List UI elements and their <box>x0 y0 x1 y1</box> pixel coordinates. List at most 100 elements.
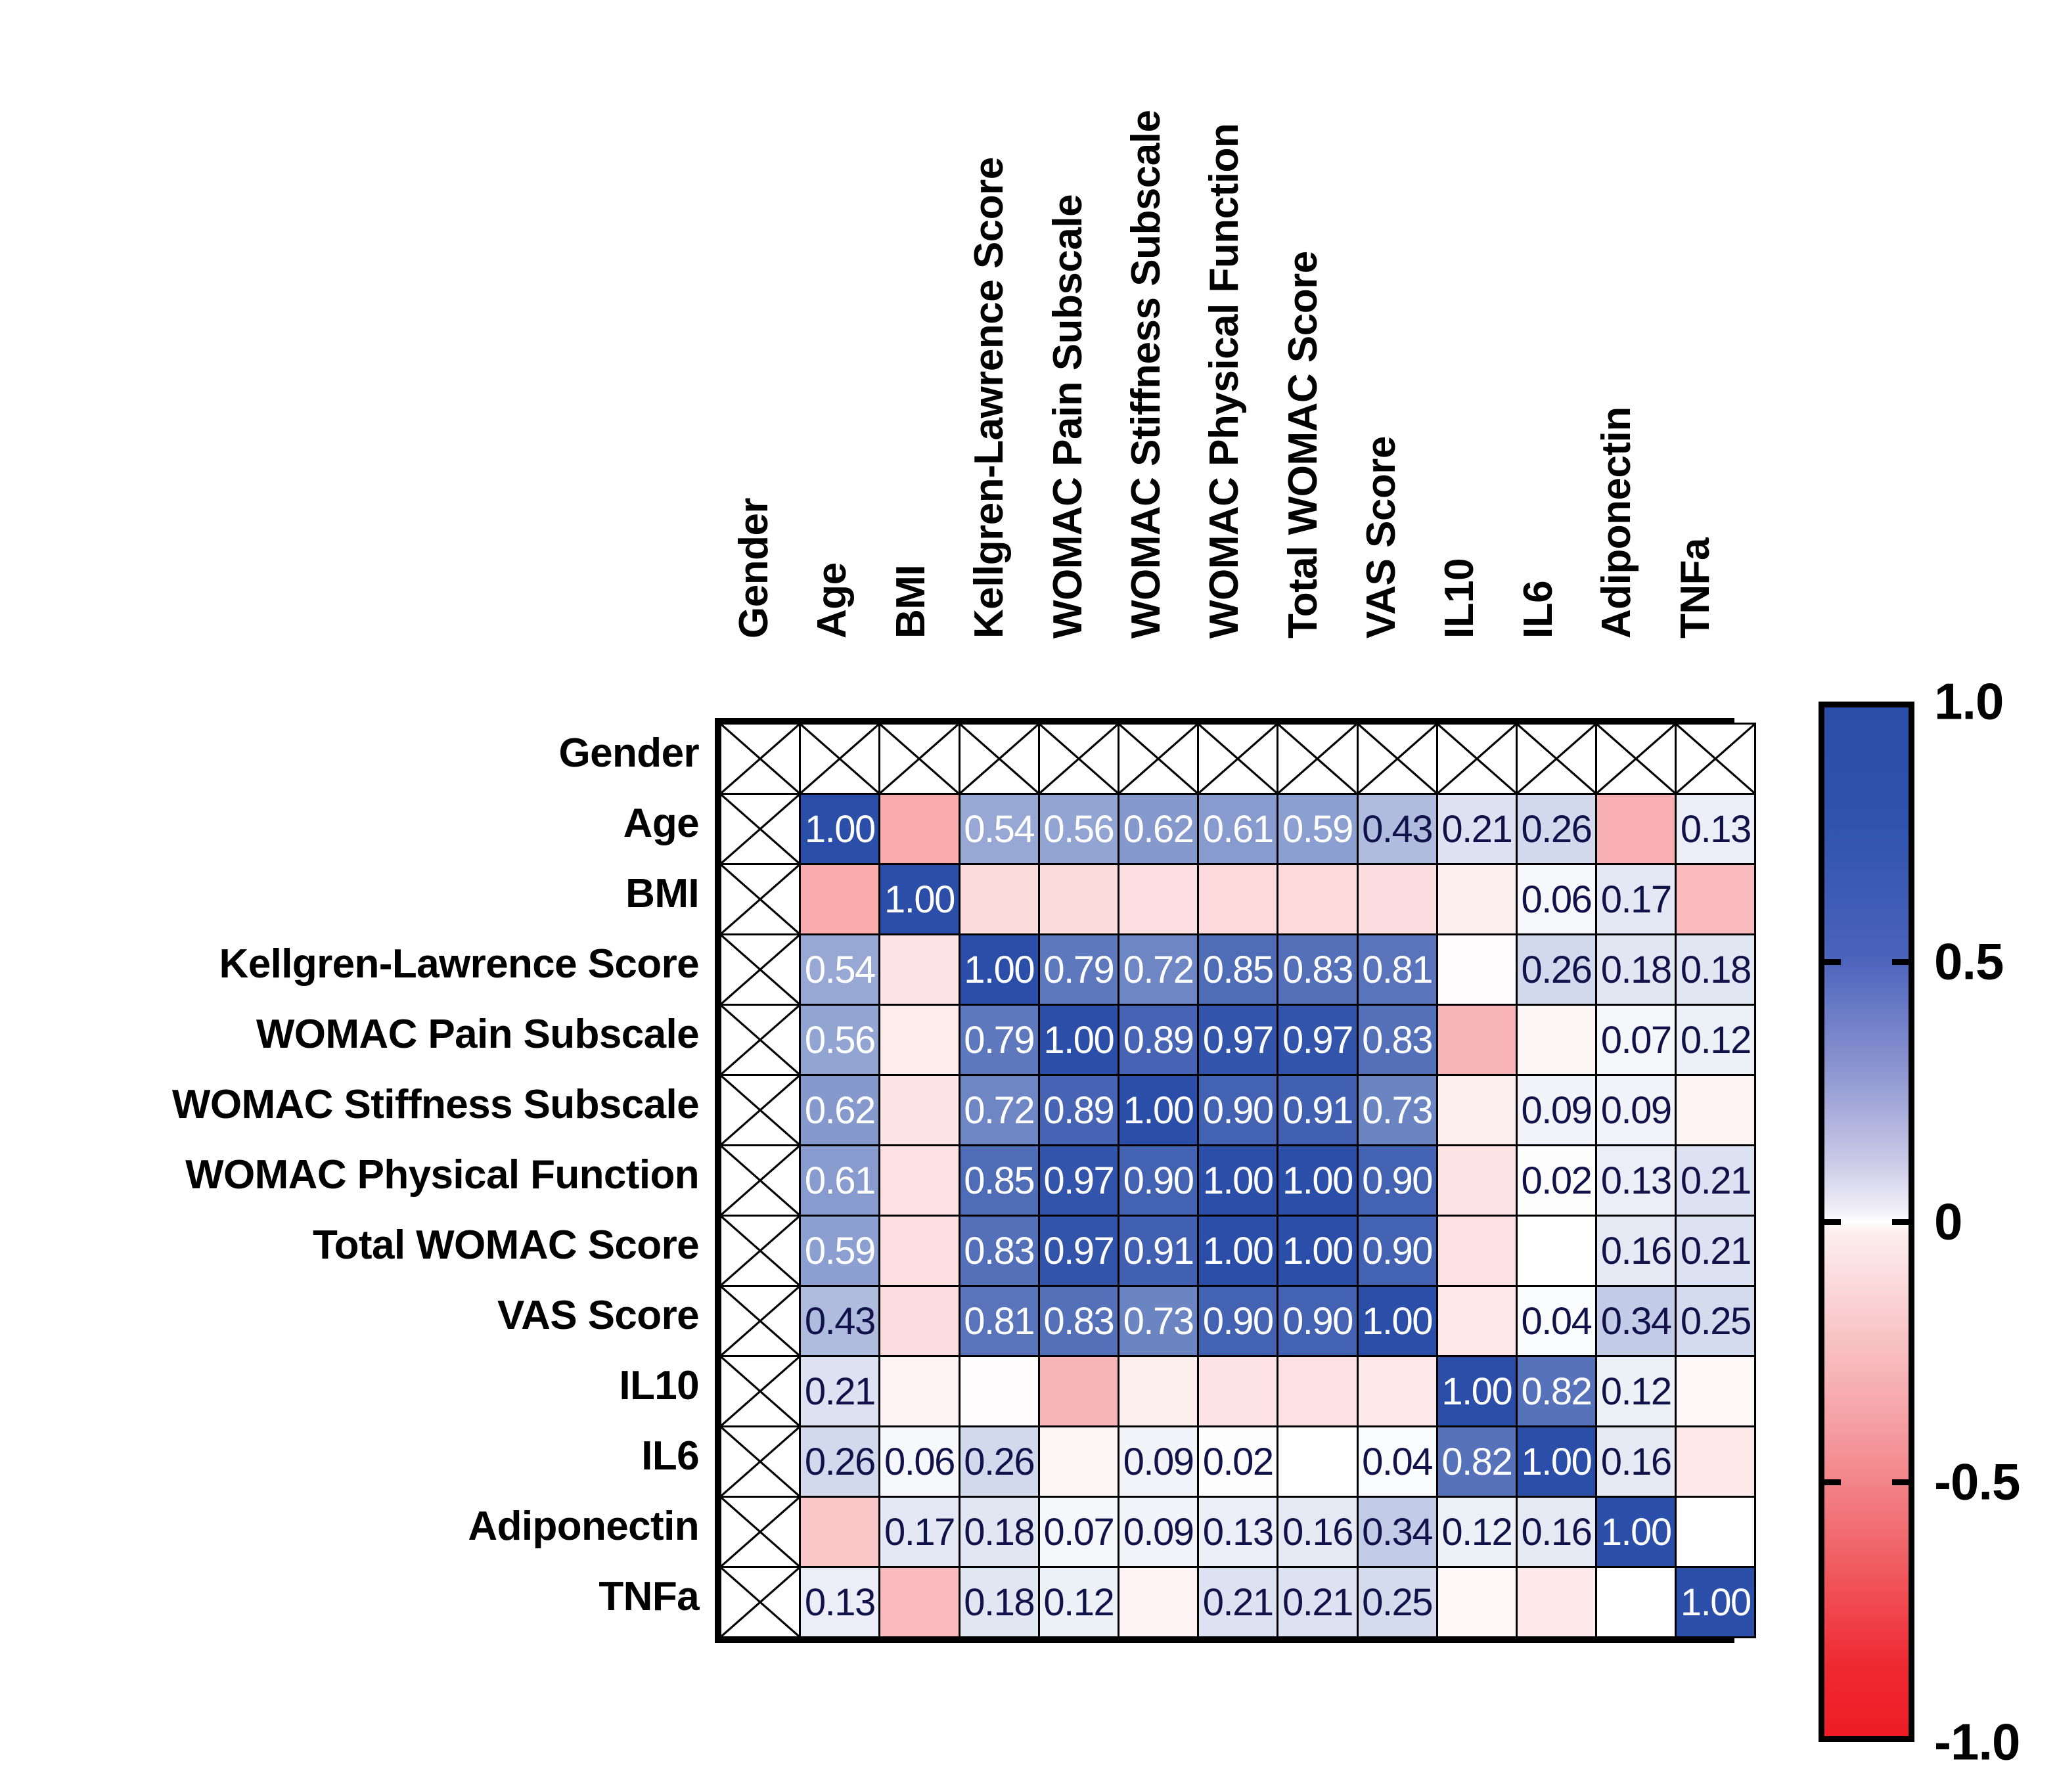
matrix-cell <box>1435 1215 1518 1287</box>
matrix-cell-value: 0.21 <box>1680 1159 1752 1202</box>
row-header-bmi: BMI <box>625 871 699 916</box>
matrix-cell: 0.81 <box>1356 933 1438 1006</box>
matrix-cell: 0.26 <box>1515 793 1598 865</box>
cross-out-icon <box>721 1568 799 1636</box>
matrix-cell: 0.90 <box>1197 1074 1279 1146</box>
matrix-cell: 0.12 <box>1435 1496 1518 1568</box>
matrix-cell: 0.97 <box>1197 1004 1279 1076</box>
matrix-cell-value: 1.00 <box>1441 1370 1512 1413</box>
matrix-cell <box>878 933 961 1006</box>
matrix-cell-value: 0.97 <box>1282 1018 1353 1062</box>
matrix-cell: 0.34 <box>1595 1285 1677 1357</box>
matrix-cell-value: 0.89 <box>1123 1018 1194 1062</box>
matrix-cell <box>799 1496 881 1568</box>
matrix-cell-crossed-out <box>719 1004 802 1076</box>
matrix-cell-value: 1.00 <box>1680 1580 1752 1624</box>
matrix-cell: 0.85 <box>958 1144 1040 1217</box>
column-header-label: IL6 <box>1515 580 1561 638</box>
matrix-cell-value: 0.21 <box>804 1370 876 1413</box>
matrix-cell <box>1117 863 1200 935</box>
matrix-cell-value: 0.72 <box>1123 948 1194 991</box>
column-header-adiponectin: Adiponectin <box>1577 125 1656 641</box>
matrix-cell <box>878 1355 961 1427</box>
matrix-cell: 0.79 <box>958 1004 1040 1076</box>
matrix-cell-crossed-out <box>719 1566 802 1638</box>
row-header-adiponectin: Adiponectin <box>468 1504 699 1549</box>
matrix-cell-value: 0.25 <box>1362 1580 1433 1624</box>
matrix-cell-crossed-out <box>719 793 802 865</box>
matrix-cell-value: 0.13 <box>804 1580 876 1624</box>
matrix-cell: 1.00 <box>1515 1425 1598 1498</box>
column-header-label: Kellgren-Lawrence Score <box>966 157 1012 638</box>
matrix-cell-crossed-out <box>719 1425 802 1498</box>
cross-out-icon <box>721 1498 799 1566</box>
matrix-cell: 0.72 <box>958 1074 1040 1146</box>
cross-out-icon <box>880 725 958 793</box>
matrix-cell <box>1435 1285 1518 1357</box>
matrix-cell: 0.07 <box>1595 1004 1677 1076</box>
matrix-cell-value: 0.83 <box>1362 1018 1433 1062</box>
column-header-label: WOMAC Physical Function <box>1201 123 1247 638</box>
matrix-cell-value: 0.18 <box>964 1580 1035 1624</box>
matrix-cell-crossed-out <box>1595 723 1677 795</box>
row-header-womac-stiffness-subscale: WOMAC Stiffness Subscale <box>171 1082 700 1127</box>
matrix-cell-value: 0.61 <box>1202 807 1274 851</box>
matrix-cell <box>1435 1566 1518 1638</box>
matrix-cell: 0.16 <box>1595 1425 1677 1498</box>
matrix-cell: 0.34 <box>1356 1496 1438 1568</box>
matrix-cell <box>878 1285 961 1357</box>
matrix-cell: 0.61 <box>1197 793 1279 865</box>
matrix-cell <box>1037 863 1119 935</box>
matrix-cell-value: 0.16 <box>1600 1229 1672 1272</box>
matrix-cell-value: 0.59 <box>804 1229 876 1272</box>
matrix-cell-value: 0.34 <box>1600 1299 1672 1343</box>
column-header-kellgren-lawrence-score: Kellgren-Lawrence Score <box>950 125 1028 641</box>
matrix-cell: 0.90 <box>1356 1215 1438 1287</box>
matrix-cell: 0.97 <box>1037 1144 1119 1217</box>
matrix-cell <box>1675 863 1757 935</box>
column-header-il6: IL6 <box>1499 125 1577 641</box>
matrix-cell: 0.97 <box>1277 1004 1359 1076</box>
matrix-cell-value: 0.13 <box>1680 807 1752 851</box>
colorbar-tick-label: 1.0 <box>1934 672 2004 730</box>
matrix-cell-value: 0.17 <box>884 1510 955 1554</box>
matrix-cell-value: 0.12 <box>1043 1580 1114 1624</box>
matrix-cell-crossed-out <box>719 863 802 935</box>
matrix-cell-crossed-out <box>719 1215 802 1287</box>
matrix-cell-value: 0.12 <box>1680 1018 1752 1062</box>
matrix-cell: 0.18 <box>958 1496 1040 1568</box>
matrix-cell <box>1435 863 1518 935</box>
matrix-cell <box>1675 1425 1757 1498</box>
matrix-cell: 0.43 <box>1356 793 1438 865</box>
matrix-cell-value: 1.00 <box>884 878 955 921</box>
matrix-cell-value: 1.00 <box>1282 1159 1353 1202</box>
matrix-cell <box>1037 1355 1119 1427</box>
matrix-cell-value: 0.09 <box>1521 1088 1593 1132</box>
matrix-cell: 0.04 <box>1356 1425 1438 1498</box>
column-header-label: Adiponectin <box>1593 407 1639 638</box>
matrix-cell-value: 0.02 <box>1202 1440 1274 1483</box>
matrix-cell: 0.18 <box>1595 933 1677 1006</box>
matrix-cell-value: 0.06 <box>884 1440 955 1483</box>
matrix-cell-value: 0.21 <box>1282 1580 1353 1624</box>
matrix-cell-value: 0.61 <box>804 1159 876 1202</box>
matrix-cell: 0.73 <box>1356 1074 1438 1146</box>
matrix-cell-value: 0.83 <box>964 1229 1035 1272</box>
matrix-cell-value: 0.06 <box>1521 878 1593 921</box>
matrix-cell-value: 0.04 <box>1362 1440 1433 1483</box>
matrix-cell: 1.00 <box>1037 1004 1119 1076</box>
matrix-cell-crossed-out <box>719 1355 802 1427</box>
matrix-cell: 0.25 <box>1356 1566 1438 1638</box>
matrix-cell-value: 0.09 <box>1123 1440 1194 1483</box>
matrix-cell <box>1117 1355 1200 1427</box>
matrix-cell: 0.56 <box>799 1004 881 1076</box>
row-header-age: Age <box>623 801 700 846</box>
matrix-cell-crossed-out <box>1435 723 1518 795</box>
cross-out-icon <box>961 725 1038 793</box>
matrix-cell <box>1117 1566 1200 1638</box>
matrix-cell-crossed-out <box>1197 723 1279 795</box>
